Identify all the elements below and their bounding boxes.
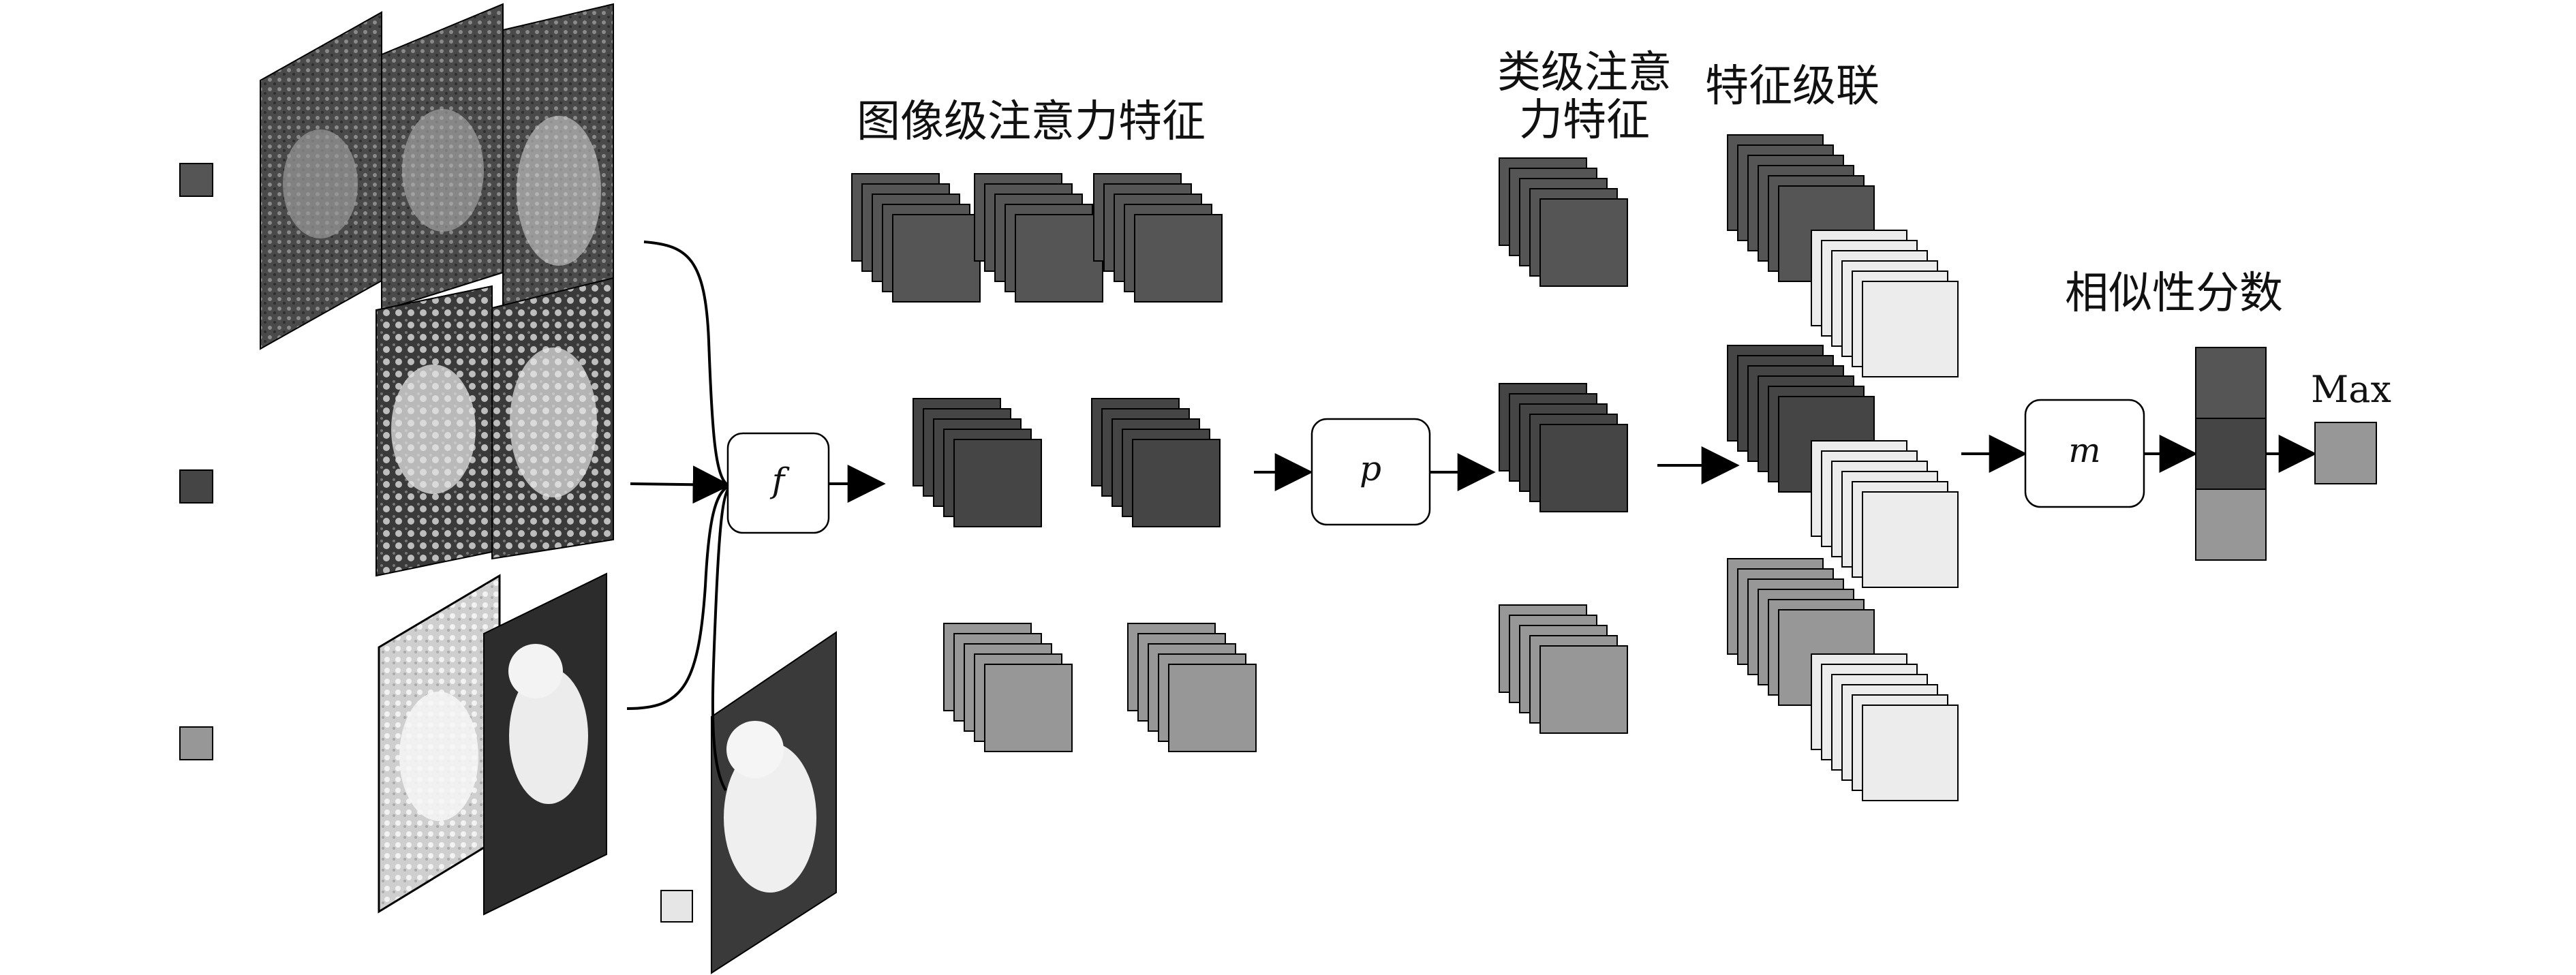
image-feature-stack-class-2 — [913, 398, 1042, 527]
svg-text:m: m — [2068, 431, 2100, 470]
f-function-box: f — [726, 432, 830, 534]
husky-photo-3 — [502, 3, 614, 326]
similarity-score-cell — [2195, 489, 2267, 561]
concat-query-stack-2 — [1811, 440, 1959, 588]
samoyed-photo-1 — [378, 574, 501, 914]
support-images-class-b — [375, 277, 614, 577]
samoyed-photo-2 — [483, 572, 607, 916]
husky-photo-1 — [260, 11, 382, 350]
image-feature-stack-class-2-layer — [953, 439, 1042, 527]
image-feature-stack-class-1 — [1093, 173, 1223, 303]
max-label: Max — [2311, 368, 2391, 411]
poodle-photo-2 — [491, 277, 614, 560]
similarity-title: 相似性分数 — [2065, 268, 2283, 319]
class-feature-stack-class-2 — [1499, 383, 1628, 512]
poodle-photo-1 — [375, 285, 493, 577]
class-feature-stack-class-1-layer — [1539, 198, 1628, 287]
image-attention-title: 图像级注意力特征 — [857, 97, 1206, 147]
image-feature-stacks — [851, 173, 1257, 752]
support-images-class-a — [260, 3, 614, 350]
image-feature-stack-class-3 — [1127, 623, 1257, 752]
svg-text:p: p — [1360, 449, 1381, 489]
image-feature-stack-class-3-layer — [1168, 664, 1257, 752]
image-feature-stack-class-1 — [851, 173, 981, 303]
class-feature-stack-class-3 — [1499, 604, 1628, 734]
husky-photo-2 — [381, 3, 504, 312]
class-attention-title-line2: 力特征 — [1519, 95, 1650, 146]
class-attention-title-line1: 类级注意 — [1497, 48, 1672, 98]
image-feature-stack-class-1 — [974, 173, 1103, 303]
support-images-class-c — [378, 572, 607, 916]
class-a-marker — [179, 163, 213, 197]
p-function-box: p — [1310, 418, 1431, 526]
class-c-marker — [179, 726, 213, 760]
image-feature-stack-class-1-layer — [1134, 214, 1223, 303]
similarity-score-cell — [2195, 347, 2267, 419]
image-feature-stack-class-2 — [1091, 398, 1221, 527]
query-marker — [660, 890, 693, 923]
class-feature-stack-class-1 — [1499, 157, 1628, 287]
class-feature-stack-class-3-layer — [1539, 645, 1628, 734]
max-output-square — [2314, 422, 2377, 484]
concat-query-stack-1 — [1811, 230, 1959, 377]
image-feature-stack-class-2-layer — [1132, 439, 1221, 527]
concat-query-stack-2-layer — [1862, 491, 1959, 588]
input-connectors — [626, 241, 731, 792]
m-function-box: m — [2024, 399, 2145, 508]
concat-query-stack-3-layer — [1862, 705, 1959, 801]
concat-query-stack-1-layer — [1862, 281, 1959, 377]
class-b-marker — [179, 469, 213, 504]
image-feature-stack-class-1-layer — [892, 214, 981, 303]
query-image — [711, 631, 837, 974]
class-feature-stack-class-2-layer — [1539, 424, 1628, 512]
feature-concat-title: 特征级联 — [1705, 61, 1880, 112]
image-feature-stack-class-1-layer — [1015, 214, 1103, 303]
image-feature-stack-class-3-layer — [984, 664, 1073, 752]
similarity-score-cell — [2195, 418, 2267, 490]
concat-query-stack-3 — [1811, 653, 1959, 801]
image-feature-stack-class-3 — [943, 623, 1073, 752]
similarity-score-bar — [2195, 347, 2267, 561]
concat-feature-stacks — [1727, 134, 1959, 801]
class-feature-stacks — [1499, 157, 1628, 734]
